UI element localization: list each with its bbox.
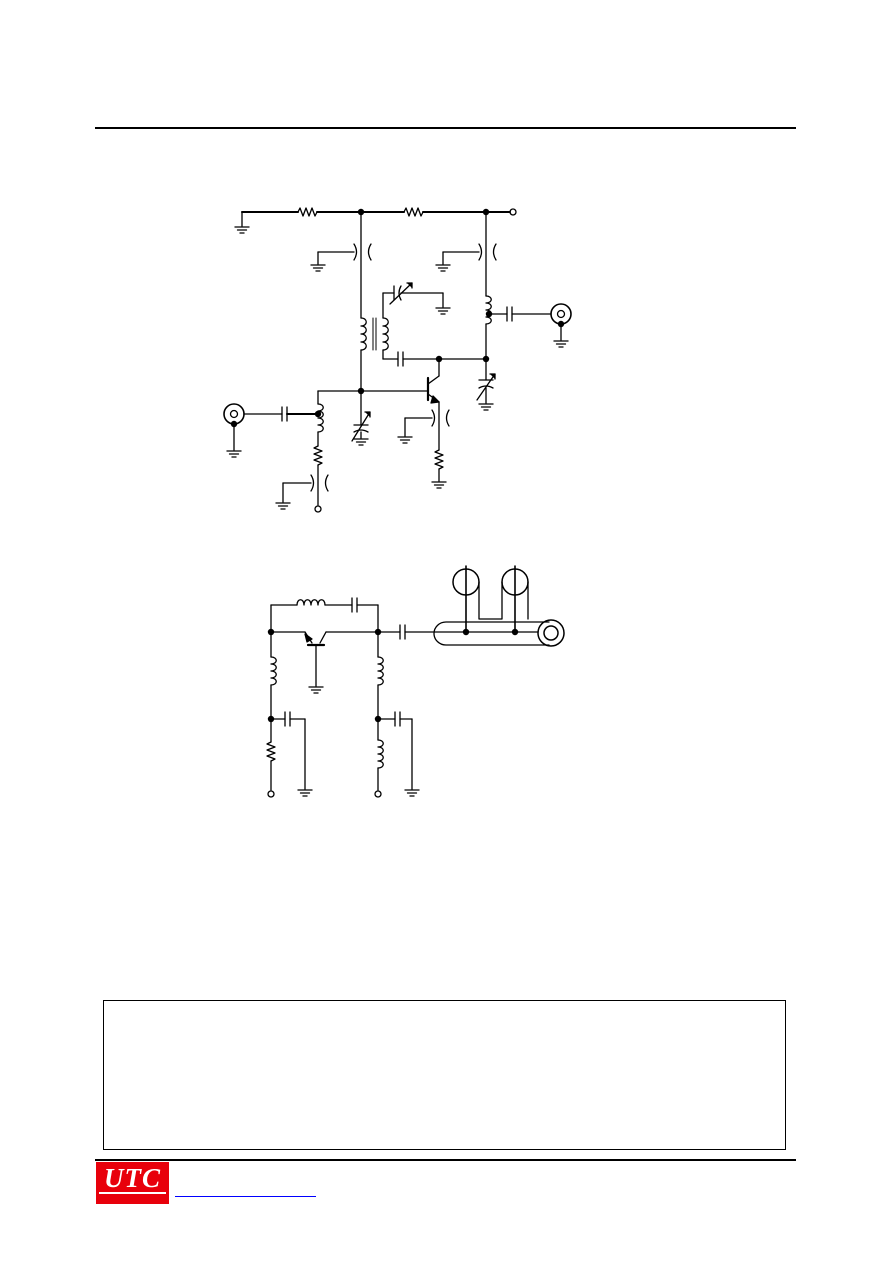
resistor-rb bbox=[313, 445, 323, 466]
capacitor-c1 bbox=[353, 243, 358, 261]
inductor-l-right2 bbox=[377, 739, 384, 769]
resistor-r2 bbox=[403, 207, 424, 217]
inductor-l-right1 bbox=[377, 656, 384, 686]
oscillator-circuit bbox=[266, 565, 565, 798]
inductor-l2 bbox=[382, 317, 389, 351]
notice-text bbox=[104, 1001, 785, 1025]
inductor-l-left bbox=[270, 656, 277, 686]
left-terminal bbox=[267, 790, 275, 798]
bias-terminal bbox=[314, 505, 322, 513]
footer-rule bbox=[95, 1159, 796, 1161]
notice-box bbox=[103, 1000, 786, 1150]
inductor-lf bbox=[296, 599, 326, 606]
website-link[interactable] bbox=[175, 1176, 316, 1197]
right-terminal bbox=[374, 790, 382, 798]
utc-logo: UTC bbox=[96, 1162, 169, 1204]
header-rule bbox=[95, 127, 796, 129]
resistor-r1 bbox=[297, 207, 318, 217]
inductor-l3 bbox=[485, 295, 492, 325]
inductor-lin bbox=[317, 403, 324, 433]
rf-amplifier-circuit bbox=[223, 207, 572, 513]
capacitor-c2 bbox=[478, 243, 483, 261]
resonator-tube bbox=[433, 621, 550, 646]
inductor-l1 bbox=[360, 317, 367, 351]
resistor-r-left bbox=[266, 741, 276, 762]
resistor-re bbox=[434, 449, 444, 470]
vcc-terminal bbox=[509, 208, 517, 216]
logo-text: UTC bbox=[104, 1162, 161, 1193]
